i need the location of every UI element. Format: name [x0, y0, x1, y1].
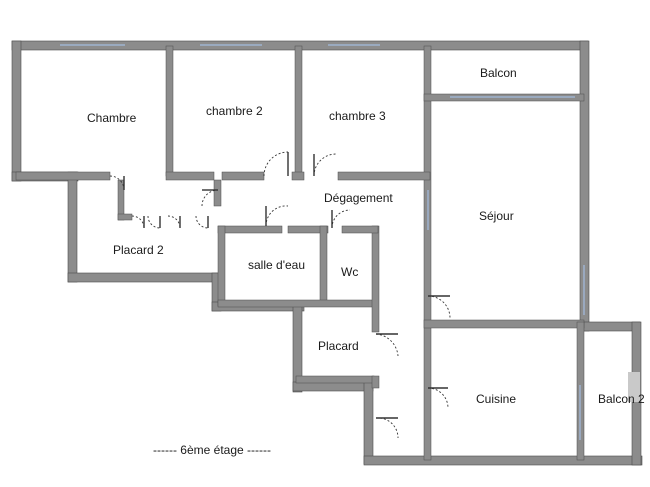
floor-label: ------ 6ème étage ------ — [153, 443, 272, 457]
doors — [109, 151, 451, 439]
door-leaves — [123, 152, 450, 419]
room-label-chambre-2: chambre 2 — [206, 104, 263, 118]
room-label-balcon-2: Balcon 2 — [598, 392, 645, 406]
room-label-wc: Wc — [341, 265, 359, 279]
windows — [60, 44, 585, 440]
room-label-chambre-3: chambre 3 — [329, 109, 386, 123]
room-label-sejour: Séjour — [479, 209, 514, 223]
room-label-balcon: Balcon — [480, 66, 517, 80]
room-label-chambre: Chambre — [87, 111, 137, 125]
room-label-placard-2: Placard 2 — [113, 243, 164, 257]
room-label-cuisine: Cuisine — [476, 392, 517, 406]
room-label-degagement: Dégagement — [324, 191, 393, 205]
room-label-salle-deau: salle d'eau — [248, 258, 305, 272]
watermark-mark — [628, 372, 640, 402]
room-label-placard: Placard — [318, 339, 359, 353]
